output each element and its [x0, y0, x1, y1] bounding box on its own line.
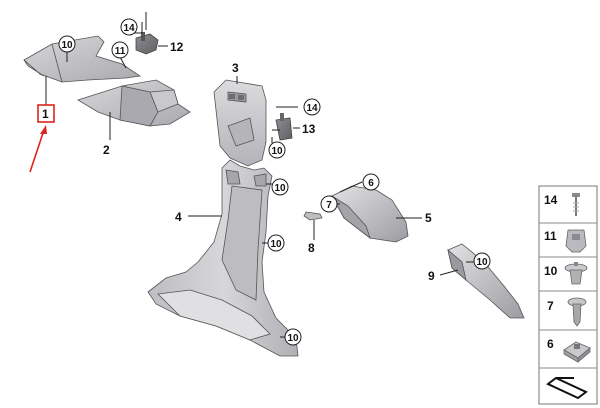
- callout-10-a: 10: [58, 35, 76, 53]
- square-nut-icon: [563, 341, 591, 363]
- svg-text:7: 7: [326, 200, 332, 211]
- highlight-marker: [29, 104, 55, 173]
- legend-label-14: 14: [544, 193, 558, 207]
- callout-10-c: 10: [271, 178, 289, 196]
- legend-label-6: 6: [547, 337, 554, 351]
- fastener-legend: 14 11 10 7 6: [538, 185, 598, 405]
- part-2-trim-shape: [77, 79, 191, 127]
- part-13-bracket-shape: [275, 113, 293, 141]
- svg-text:10: 10: [287, 333, 299, 344]
- callout-10-e: 10: [284, 328, 302, 346]
- svg-text:10: 10: [476, 257, 488, 268]
- part-number-2: 2: [103, 143, 110, 157]
- push-rivet-icon: [564, 262, 588, 285]
- part-number-3: 3: [232, 61, 239, 75]
- svg-text:10: 10: [61, 40, 73, 51]
- callout-11: 11: [111, 41, 129, 59]
- part-12-bracket-shape: [135, 32, 159, 55]
- screw-clip-icon: [572, 193, 580, 216]
- zigzag-arrow-icon: [546, 376, 588, 400]
- part-3-trim-shape: [213, 79, 267, 167]
- part-number-5: 5: [425, 211, 432, 225]
- svg-text:10: 10: [271, 146, 283, 157]
- part-1-trim-shape: [23, 35, 142, 83]
- svg-text:10: 10: [274, 183, 286, 194]
- part-5-trim-shape: [330, 185, 409, 243]
- legend-label-7: 7: [547, 299, 554, 313]
- svg-text:11: 11: [115, 46, 126, 57]
- part-4-pillar-shape: [147, 159, 299, 357]
- part-8-clip-shape: [303, 211, 323, 221]
- legend-label-10: 10: [544, 264, 558, 278]
- red-arrow-icon: [40, 125, 47, 134]
- part-number-8: 8: [308, 241, 315, 255]
- part-number-12: 12: [170, 40, 184, 54]
- callout-6: 6: [362, 173, 380, 191]
- part-number-1: 1: [42, 107, 49, 121]
- part-number-13: 13: [302, 122, 316, 136]
- svg-text:14: 14: [306, 103, 318, 114]
- callout-10-d: 10: [267, 234, 285, 252]
- callout-10-b: 10: [268, 141, 286, 159]
- legend-label-11: 11: [544, 229, 557, 243]
- part-number-9: 9: [428, 269, 435, 283]
- svg-text:6: 6: [368, 178, 374, 189]
- expanding-rivet-icon: [567, 297, 587, 327]
- callout-14-b: 14: [303, 98, 321, 116]
- callout-14-a: 14: [120, 18, 138, 36]
- spring-clip-icon: [565, 229, 587, 253]
- callout-10-f: 10: [473, 252, 491, 270]
- svg-text:14: 14: [123, 23, 135, 34]
- svg-text:10: 10: [270, 239, 282, 250]
- part-number-4: 4: [175, 210, 182, 224]
- callout-7: 7: [320, 195, 338, 213]
